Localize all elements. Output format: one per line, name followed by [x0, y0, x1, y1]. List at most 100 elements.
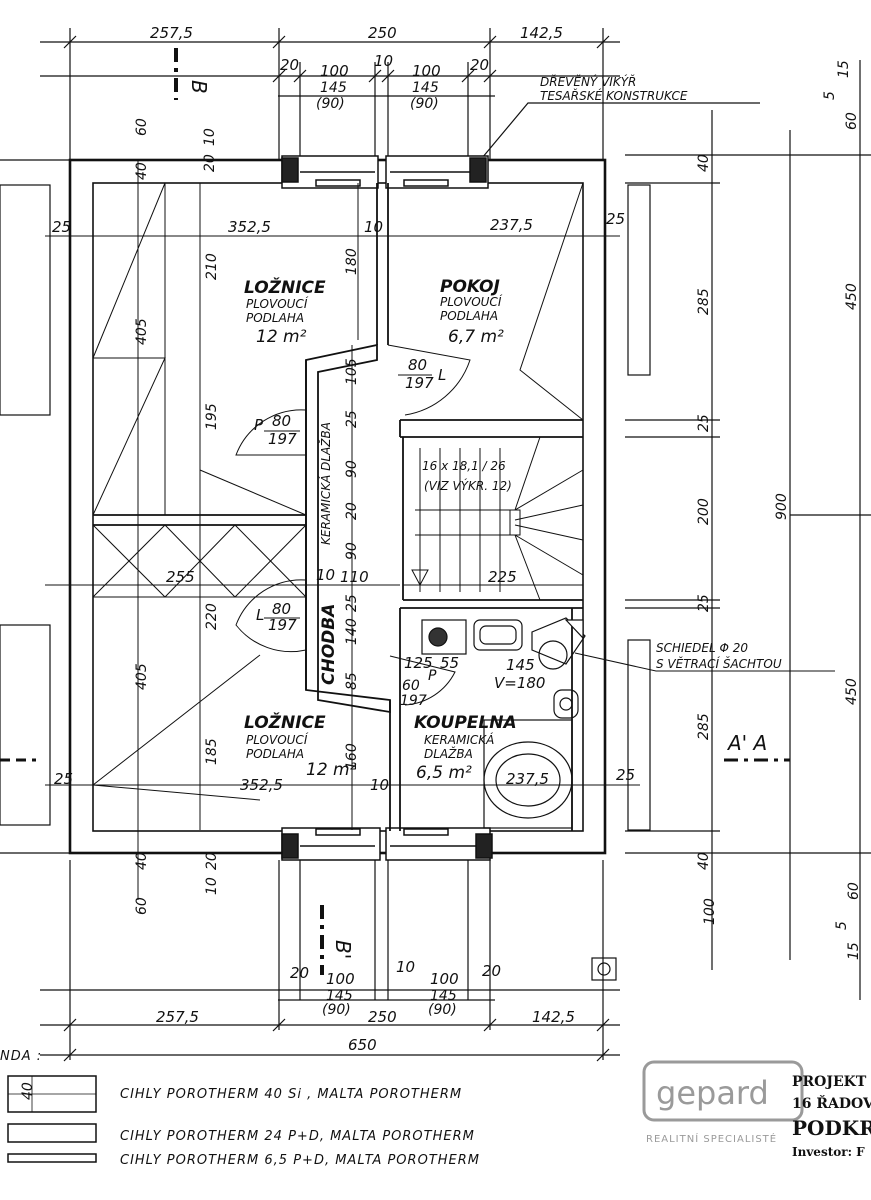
dim-bot-right: 142,5: [532, 1008, 575, 1026]
legend-item1-dim: 40: [20, 1082, 36, 1100]
door1-den: 197: [405, 374, 434, 392]
room-loznice1-floor1: PLOVOUCÍ: [246, 296, 309, 311]
room-koupelna-floor2: DLAŽBA: [424, 746, 473, 761]
legend-title: NDA :: [0, 1049, 42, 1064]
bottom-dimension-lines: [40, 860, 620, 1062]
dim-r-60: 60: [844, 112, 860, 130]
dim-r-5b: 5: [834, 921, 850, 930]
room-pokoj-floor1: PLOVOUCÍ: [440, 294, 503, 309]
dim-top-left: 257,5: [150, 24, 193, 42]
room-chodba-name: CHODBA: [319, 604, 339, 685]
door3-pre: L: [256, 606, 264, 624]
bathroom-fixtures: [421, 617, 586, 829]
dim-win-100b: 100: [412, 62, 441, 80]
dim-160: 160: [344, 743, 360, 770]
door2-pre: P: [254, 416, 264, 434]
gepard-logo: gepard REALITNÍ SPECIALISTÉ: [642, 1060, 804, 1145]
dim-room4-w: 352,5: [240, 776, 283, 794]
room-loznice2-floor1: PLOVOUCÍ: [246, 732, 309, 747]
note-dormer-1: DŘEVĚNÝ VIKÝŘ: [540, 74, 636, 89]
top-dimension-lines: [40, 28, 620, 160]
dim-room1-h3: 195: [204, 403, 220, 430]
legend-swatches: [7, 1075, 97, 1163]
room-pokoj-area: 6,7 m²: [448, 327, 504, 347]
note-dormer-2: TESAŘSKÉ KONSTRUKCE: [540, 88, 688, 103]
dim-l-20: 20: [202, 154, 218, 172]
dim-win-20b: 20: [470, 56, 489, 74]
dim-r-285b: 285: [696, 713, 712, 740]
dim-b-10: 10: [204, 877, 220, 895]
dim-win-145a: 145: [320, 80, 347, 96]
dim-bwin-90a: (90): [322, 1002, 351, 1018]
dim-r-100: 100: [702, 898, 718, 925]
dim-25b: 25: [344, 594, 360, 612]
dim-win-145b: 145: [412, 80, 439, 96]
dim-bwin-145b: 145: [430, 988, 457, 1004]
right-dimension-lines: [625, 60, 871, 1000]
section-marker-aa: A' A: [724, 731, 790, 762]
door1-num: 80: [408, 356, 427, 374]
dim-55: 55: [440, 654, 459, 672]
dim-kou-w: 237,5: [506, 770, 549, 788]
dim-b-40: 40: [134, 852, 150, 870]
dim-145: 145: [506, 656, 535, 674]
dim-20: 20: [344, 502, 360, 520]
legend-item3: CIHLY POROTHERM 6,5 P+D, MALTA POROTHERM: [120, 1153, 480, 1168]
dim-25a: 25: [344, 410, 360, 428]
svg-text:A' A: A' A: [726, 731, 767, 755]
dim-top-right: 142,5: [520, 24, 563, 42]
door1-side: L: [438, 366, 446, 384]
dim-r-900: 900: [774, 493, 790, 520]
room-chodba-floor: KERAMICKÁ DLAŽBA: [318, 422, 333, 545]
dim-win-20a: 20: [280, 56, 299, 74]
dim-bwin-145a: 145: [326, 988, 353, 1004]
dim-room4-h2: 185: [204, 738, 220, 765]
dim-r-450: 450: [844, 283, 860, 310]
dim-225: 225: [488, 568, 517, 586]
dim-bwin-90b: (90): [428, 1002, 457, 1018]
stair-spec: 16 x 18,1 / 26: [422, 459, 506, 473]
room-pokoj-name: POKOJ: [440, 277, 500, 297]
door-swings: [235, 344, 471, 706]
dormer-leader-line: [481, 102, 760, 159]
dim-110: 110: [340, 568, 369, 586]
dim-bwin-10: 10: [396, 958, 415, 976]
interior-dimension-lines: [45, 160, 640, 900]
dim-r-200: 200: [696, 498, 712, 525]
door4-side: P: [428, 668, 437, 684]
svg-text:B': B': [331, 940, 355, 959]
dim-room1-h1: 210: [204, 253, 220, 280]
dim-bwin-20a: 20: [290, 964, 309, 982]
dim-10b: 10: [316, 566, 335, 584]
dim-room1-w: 352,5: [228, 218, 271, 236]
dim-win-100a: 100: [320, 62, 349, 80]
dim-win-90a: (90): [316, 96, 345, 112]
neighbour-walls-left: [0, 159, 70, 854]
dim-room1-h2: 405: [134, 318, 150, 345]
dim-140: 140: [344, 618, 360, 645]
door4-den: 197: [400, 693, 427, 709]
dim-255: 255: [166, 568, 195, 586]
note-chimney-1: SCHIEDEL Φ 20: [656, 641, 748, 655]
dim-85: 85: [344, 672, 360, 690]
chimney-leader-line: [574, 652, 835, 672]
staircase: [411, 436, 584, 601]
dim-room4-h: 405: [134, 663, 150, 690]
door2-num: 80: [272, 412, 291, 430]
room-loznice2-area: 12 m²: [306, 760, 357, 780]
room-loznice2-name: LOŽNICE: [244, 711, 326, 733]
dim-r-25: 25: [606, 210, 625, 228]
room-loznice1-floor2: PODLAHA: [246, 311, 304, 325]
room-koupelna-area: 6,5 m²: [416, 763, 472, 783]
dim-r-5: 5: [822, 91, 838, 100]
project-line2: 16 ŘADOV: [792, 1094, 871, 1112]
legend-item1: CIHLY POROTHERM 40 Si , MALTA POROTHERM: [120, 1087, 462, 1102]
dim-r-25d: 25: [696, 594, 712, 612]
dim-bwin-100a: 100: [326, 970, 355, 988]
section-marker-b-bottom: B': [320, 905, 355, 975]
svg-text:REALITNÍ SPECIALISTÉ: REALITNÍ SPECIALISTÉ: [646, 1132, 777, 1145]
dim-90a: 90: [344, 460, 360, 478]
dim-b-60: 60: [134, 897, 150, 915]
room-pokoj-floor2: PODLAHA: [440, 309, 498, 323]
